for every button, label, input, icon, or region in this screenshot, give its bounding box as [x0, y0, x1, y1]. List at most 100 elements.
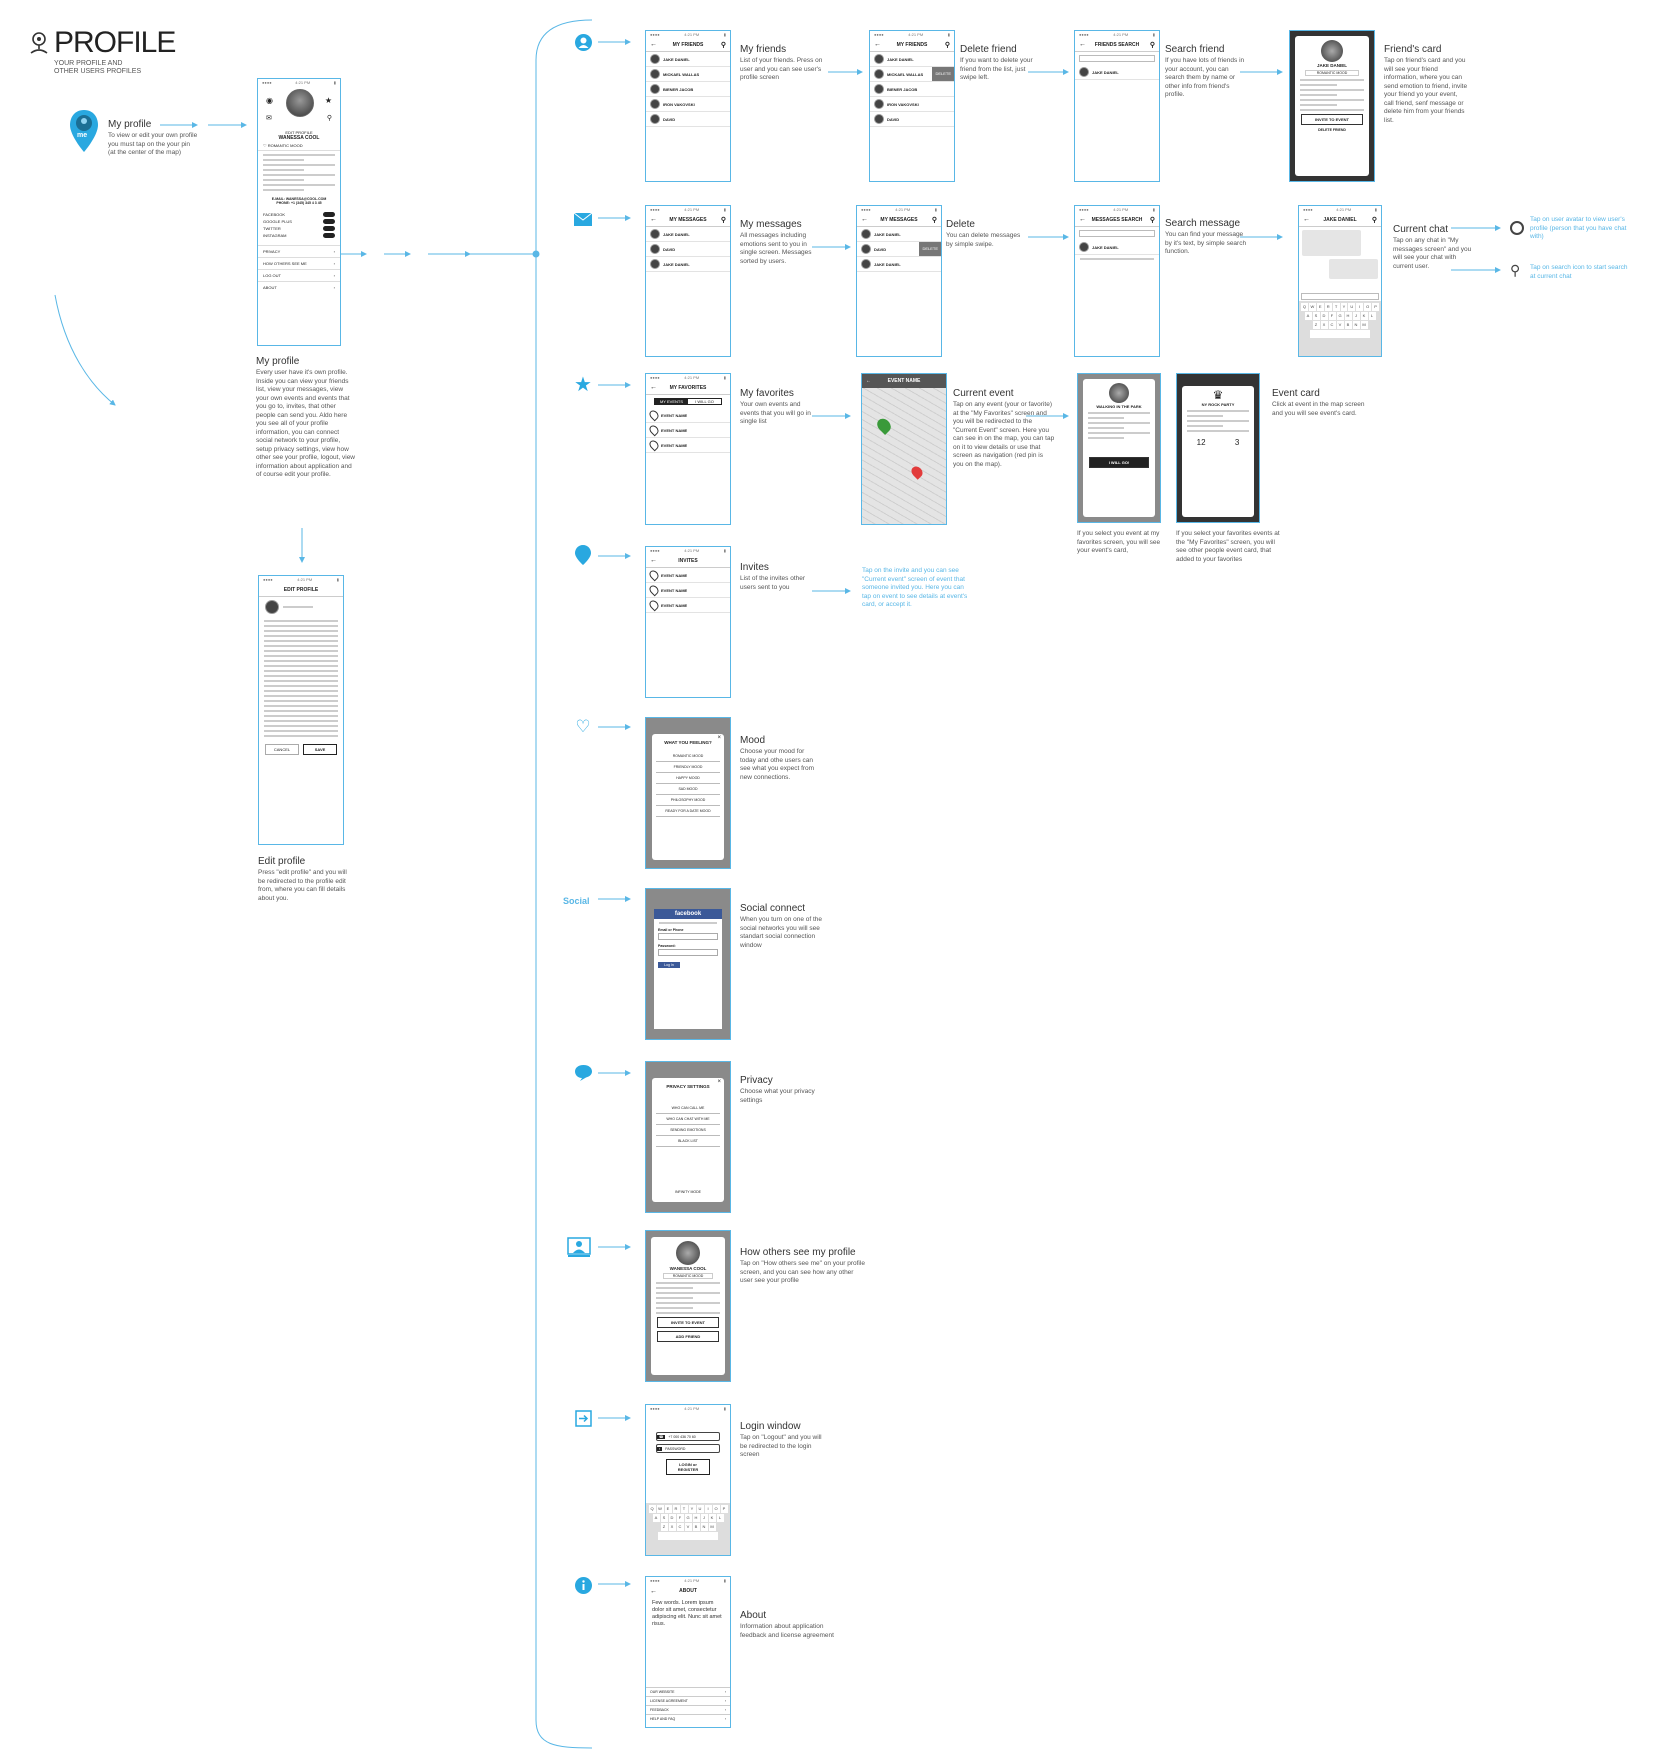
edit-profile-screen: ●●●●4:21 PM▮ EDIT PROFILE CANCEL SAVE	[258, 575, 344, 845]
messages-search-screen: ●●●●4:21 PM▮ ←MESSAGES SEARCH⚲ JAKE DANI…	[1074, 205, 1160, 357]
password-field[interactable]	[658, 949, 718, 956]
friend-row[interactable]: MICKAEL WALLAS	[646, 67, 730, 82]
about-link[interactable]: LICENSE AGREEMENT›	[646, 1696, 730, 1705]
event-row[interactable]: EVENT NAME	[646, 438, 730, 453]
my-messages-screen: ●●●●4:21 PM▮ ←MY MESSAGES⚲ JAKE DANIEL D…	[645, 205, 731, 357]
intro-heading: My profile	[108, 119, 152, 130]
message-row[interactable]: JAKE DANIEL	[646, 227, 730, 242]
login-register-button[interactable]: LOGIN or REGISTER	[666, 1459, 710, 1475]
edit-profile-link[interactable]: EDIT PROFILE	[285, 130, 313, 135]
message-row[interactable]: JAKE DANIEL	[646, 257, 730, 272]
twitter-toggle[interactable]	[323, 226, 335, 231]
profile-menu: PRIVACY› HOW OTHERS SEE ME› LOG OUT› ABO…	[258, 245, 340, 293]
privacy-close-icon[interactable]: ×	[717, 1079, 721, 1085]
i-will-go-button[interactable]: I WILL GO!	[1089, 457, 1149, 468]
tab-my-events[interactable]: MY EVENTS	[655, 399, 688, 404]
going-count: 12	[1196, 438, 1206, 447]
phone-field[interactable]: ☎+7 000 436 70 60	[656, 1432, 720, 1441]
facebook-toggle[interactable]	[323, 212, 335, 217]
mood-close-icon[interactable]: ×	[717, 735, 721, 741]
delete-button[interactable]: DELETE	[932, 67, 954, 81]
mood-option[interactable]: PHILOSOPHY MOOD	[656, 795, 720, 806]
invite-to-event-button[interactable]: INVITE TO EVENT	[657, 1317, 719, 1328]
event-row[interactable]: EVENT NAME	[646, 408, 730, 423]
page-title: PROFILE	[54, 26, 176, 59]
envelope-icon	[574, 210, 592, 228]
privacy-option[interactable]: BLACK LIST	[656, 1136, 720, 1147]
info-icon	[574, 1576, 592, 1594]
google-toggle[interactable]	[323, 219, 335, 224]
message-input[interactable]	[1301, 293, 1379, 300]
my-event-card-screen: WALKING IN THE PARK I WILL GO!	[1077, 373, 1161, 523]
menu-about[interactable]: ABOUT›	[258, 281, 340, 293]
about-link[interactable]: HELP AND FAQ›	[646, 1714, 730, 1723]
save-button[interactable]: SAVE	[303, 744, 337, 755]
cancel-button[interactable]: CANCEL	[265, 744, 299, 755]
other-event-card-screen: ♛ NY ROCK PARTY 12 3	[1176, 373, 1260, 523]
add-friend-button[interactable]: ADD FRIEND	[657, 1331, 719, 1342]
friend-row[interactable]: DAVID	[646, 112, 730, 127]
friend-row[interactable]: BIENER JACOB	[646, 82, 730, 97]
message-row[interactable]: DAVID	[646, 242, 730, 257]
menu-privacy[interactable]: PRIVACY›	[258, 245, 340, 257]
menu-how-others-see[interactable]: HOW OTHERS SEE ME›	[258, 257, 340, 269]
about-link[interactable]: FEEDBACK›	[646, 1705, 730, 1714]
privacy-option[interactable]: WHO CAN CHAT WITH ME	[656, 1114, 720, 1125]
about-link[interactable]: OUR WEBSITE›	[646, 1687, 730, 1696]
social-connect-screen: facebook Email or Phone Password: Log In	[645, 888, 731, 1040]
friend-row[interactable]: JAKE DANIEL	[646, 52, 730, 67]
email-field[interactable]	[658, 933, 718, 940]
facebook-login-button[interactable]: Log In	[658, 962, 680, 968]
mood-option[interactable]: HAPPY MOOD	[656, 773, 720, 784]
delete-message-screen: ●●●●4:21 PM▮ ←MY MESSAGES⚲ JAKE DANIEL D…	[856, 205, 942, 357]
privacy-option[interactable]: WHO CAN CALL ME	[656, 1103, 720, 1114]
mood-option[interactable]: READY FOR A DATE MOOD	[656, 806, 720, 817]
other-event-caption: If you select your favorites events at t…	[1176, 530, 1280, 563]
password-field[interactable]: ▪PASSWORD	[656, 1444, 720, 1453]
invite-row[interactable]: EVENT NAME	[646, 568, 730, 583]
star-icon[interactable]: ★	[324, 96, 332, 105]
avatar	[286, 89, 314, 117]
profile-mood[interactable]: ♡ ROMANTIC MOOD	[258, 141, 340, 151]
invite-to-event-button[interactable]: INVITE TO EVENT	[1301, 114, 1363, 125]
friend-row[interactable]: IRON VAKOVSKI	[646, 97, 730, 112]
mood-option[interactable]: ROMANTIC MOOD	[656, 751, 720, 762]
instagram-toggle[interactable]	[323, 233, 335, 238]
location-icon[interactable]: ⚲	[326, 115, 332, 122]
pin-icon[interactable]: ◉	[266, 96, 273, 105]
mood-option[interactable]: SAD MOOD	[656, 784, 720, 795]
mood-option[interactable]: FRIENDLY MOOD	[656, 762, 720, 773]
search-input[interactable]	[1079, 230, 1155, 237]
social-toggle-list: FACEBOOK GOOGLE PLUS TWITTER INSTAGRAM	[258, 211, 340, 239]
page-header: PROFILE YOUR PROFILE AND OTHER USERS PRO…	[28, 26, 176, 76]
event-map-pin[interactable]	[874, 415, 894, 436]
infinity-mode-toggle[interactable]: INFINITY MODE	[675, 1190, 701, 1194]
invite-row[interactable]: EVENT NAME	[646, 583, 730, 598]
invites-screen: ●●●●4:21 PM▮ ←INVITES EVENT NAME EVENT N…	[645, 546, 731, 698]
event-map[interactable]	[862, 388, 946, 524]
mail-icon[interactable]: ✉	[266, 115, 272, 122]
delete-friend-button[interactable]: DELETE FRIEND	[1318, 128, 1346, 132]
delete-button[interactable]: DELETE	[919, 242, 941, 256]
mood-screen: × WHAT YOU FEELING? ROMANTIC MOOD FRIEND…	[645, 717, 731, 869]
search-input[interactable]	[1079, 55, 1155, 62]
tab-i-will-go[interactable]: I WILL GO	[695, 399, 714, 404]
user-location-pin	[909, 464, 925, 480]
event-row[interactable]: EVENT NAME	[646, 423, 730, 438]
menu-logout[interactable]: LOG OUT›	[258, 269, 340, 281]
me-pin-icon[interactable]: me	[68, 108, 100, 154]
invite-row[interactable]: EVENT NAME	[646, 598, 730, 613]
privacy-option[interactable]: SENDING EMOTIONS	[656, 1125, 720, 1136]
invited-count: 3	[1234, 438, 1240, 447]
